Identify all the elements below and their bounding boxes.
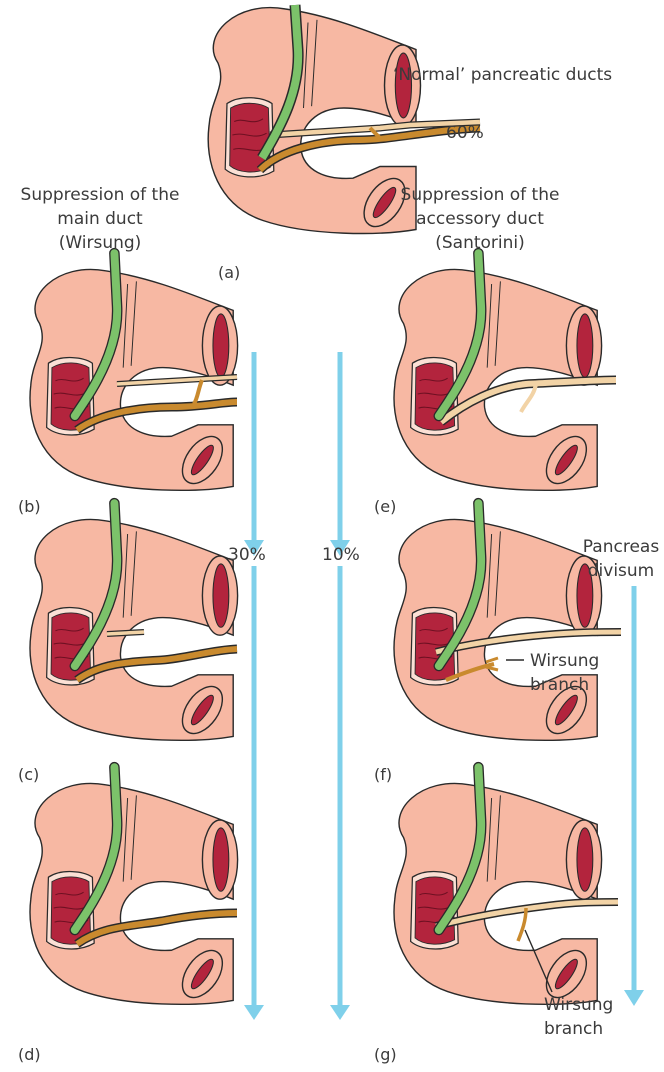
arrow-pancreas-divisum <box>624 586 644 1006</box>
right-header-line3: (Santorini) <box>380 232 580 254</box>
arrow-30-upper <box>244 352 264 556</box>
panel-g-illustration <box>394 767 618 1005</box>
left-header-line1: Suppression of the <box>0 184 200 206</box>
panel-label-e: (e) <box>374 496 396 518</box>
panel-label-b: (b) <box>18 496 41 518</box>
arrow-30-lower <box>244 566 264 1020</box>
arrow-10-label: 10% <box>322 544 360 566</box>
panel-d-illustration <box>30 767 238 1005</box>
panel-label-d: (d) <box>18 1044 41 1066</box>
panel-label-g: (g) <box>374 1044 397 1066</box>
panel-c-illustration <box>30 503 238 741</box>
arrow-30-label: 30% <box>228 544 266 566</box>
arrow-10-lower <box>330 566 350 1020</box>
left-header-line2: main duct <box>0 208 200 230</box>
pancreas-divisum-line2: divisum <box>578 560 664 582</box>
right-header-line2: accessory duct <box>380 208 580 230</box>
panel-label-c: (c) <box>18 764 39 786</box>
wirsung-g-line1: Wirsung <box>544 994 613 1016</box>
panel-b-illustration <box>30 253 238 491</box>
right-header-line1: Suppression of the <box>380 184 580 206</box>
panel-e-illustration <box>394 253 616 491</box>
wirsung-f-line2: branch <box>530 674 589 696</box>
panel-label-f: (f) <box>374 764 392 786</box>
wirsung-g-line2: branch <box>544 1018 603 1040</box>
panel-label-a: (a) <box>218 262 240 284</box>
normal-percentage: 60% <box>446 122 484 144</box>
arrow-10-upper <box>330 352 350 556</box>
title-normal-ducts: ‘Normal’ pancreatic ducts <box>393 64 612 86</box>
left-header-line3: (Wirsung) <box>0 232 200 254</box>
wirsung-f-line1: Wirsung <box>530 650 599 672</box>
pancreas-divisum-line1: Pancreas <box>578 536 664 558</box>
